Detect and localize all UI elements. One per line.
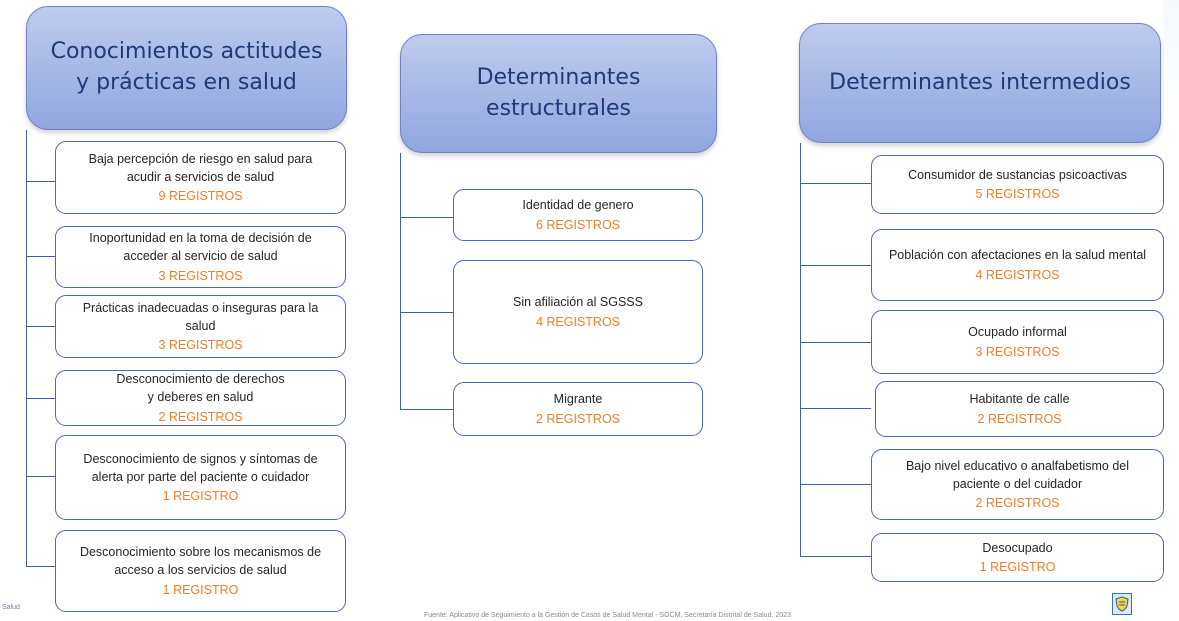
item-box: Desocupado 1 REGISTRO (871, 533, 1164, 582)
item-box: Identidad de genero 6 REGISTROS (453, 189, 703, 241)
item-text: Habitante de calle (969, 392, 1070, 407)
side-decoration (1163, 0, 1179, 130)
item-count: 3 REGISTROS (158, 268, 243, 283)
connector-branch (800, 556, 871, 557)
item-box: Ocupado informal 3 REGISTROS (871, 310, 1164, 374)
connector-branch (800, 408, 871, 409)
connector-branch (26, 566, 55, 567)
item-box: Población con afectaciones en la salud m… (871, 229, 1164, 301)
item-text: Desconocimiento de signos y síntomas de … (83, 451, 318, 484)
item-count: 4 REGISTROS (535, 314, 621, 329)
connector-branch (800, 265, 871, 266)
item-count: 3 REGISTROS (158, 338, 243, 353)
item-box: Prácticas inadecuadas o inseguras para l… (55, 295, 346, 358)
connector-branch (400, 217, 453, 218)
item-count: 5 REGISTROS (975, 187, 1060, 201)
item-count: 1 REGISTRO (979, 560, 1056, 574)
footer-source-text: Fuente: Aplicativo de Seguimiento a la G… (424, 612, 791, 619)
item-count: 4 REGISTROS (975, 267, 1060, 282)
item-box: Sin afiliación al SGSSS 4 REGISTROS (453, 260, 703, 364)
item-count: 6 REGISTROS (535, 217, 621, 232)
header-conocimientos: Conocimientos actitudes y prácticas en s… (26, 6, 347, 130)
item-box: Baja percepción de riesgo en salud para … (55, 141, 346, 214)
item-text: Prácticas inadecuadas o inseguras para l… (82, 300, 319, 333)
header-estructurales: Determinantes estructurales (400, 34, 717, 153)
item-count: 1 REGISTRO (162, 582, 239, 597)
item-box: Migrante 2 REGISTROS (453, 382, 703, 436)
item-text: Migrante (553, 392, 603, 407)
item-count: 3 REGISTROS (975, 344, 1060, 359)
shield-icon (1115, 596, 1129, 612)
connector-branch (26, 398, 55, 399)
item-count: 1 REGISTRO (162, 489, 239, 504)
item-text: Desocupado (982, 540, 1053, 555)
item-text: Sin afiliación al SGSSS (513, 295, 643, 310)
item-count: 2 REGISTROS (975, 496, 1060, 511)
connector-branch (26, 476, 55, 477)
item-box: Desconocimiento de signos y síntomas de … (55, 435, 346, 520)
item-text: Desconocimiento de derechos y deberes en… (116, 372, 285, 405)
header-intermedios: Determinantes intermedios (799, 23, 1161, 143)
item-box: Desconocimiento de derechos y deberes en… (55, 370, 346, 426)
item-text: Baja percepción de riesgo en salud para … (88, 151, 313, 184)
item-count: 2 REGISTROS (977, 411, 1062, 426)
connector-col2 (400, 153, 401, 409)
item-text: Población con afectaciones en la salud m… (888, 248, 1147, 263)
connector-branch (800, 484, 871, 485)
item-text: Inoportunidad en la toma de decisión de … (89, 231, 312, 264)
item-text: Desconocimiento sobre los mecanismos de … (79, 545, 322, 578)
item-text: Identidad de genero (522, 198, 634, 213)
item-box: Bajo nivel educativo o analfabetismo del… (871, 449, 1164, 520)
connector-branch (400, 312, 453, 313)
item-box: Consumidor de sustancias psicoactivas 5 … (871, 155, 1164, 214)
connector-branch (800, 342, 871, 343)
item-text: Ocupado informal (968, 325, 1067, 340)
connector-col3 (800, 143, 801, 556)
shield-logo-icon (1112, 593, 1132, 615)
item-box: Desconocimiento sobre los mecanismos de … (55, 530, 346, 612)
item-count: 2 REGISTROS (535, 411, 621, 426)
connector-branch (400, 409, 453, 410)
item-text: Consumidor de sustancias psicoactivas (908, 167, 1127, 182)
connector-branch (26, 326, 55, 327)
item-count: 9 REGISTROS (158, 189, 243, 204)
item-box: Inoportunidad en la toma de decisión de … (55, 226, 346, 288)
item-text: Bajo nivel educativo o analfabetismo del… (905, 458, 1130, 491)
connector-branch (800, 183, 871, 184)
connector-col1 (26, 130, 27, 566)
footer-left-label: Salud (2, 604, 20, 611)
connector-branch (26, 256, 55, 257)
item-count: 2 REGISTROS (158, 409, 243, 424)
item-box: Habitante de calle 2 REGISTROS (875, 381, 1164, 437)
connector-branch (26, 181, 55, 182)
